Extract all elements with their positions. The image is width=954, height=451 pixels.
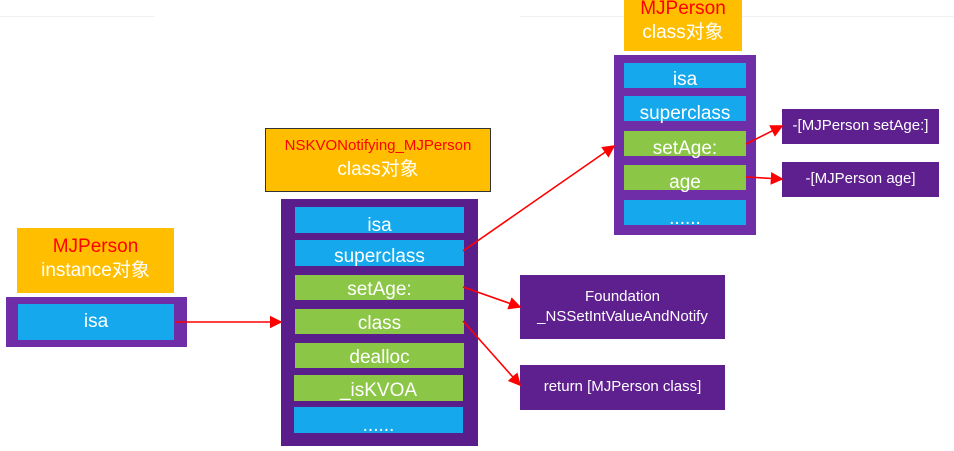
kvo-superclass-label: superclass xyxy=(334,246,425,267)
return-class-note-text: return [MJPerson class] xyxy=(543,378,702,396)
person-setage-label: setAge: xyxy=(652,138,718,159)
instance-subtitle: instance对象 xyxy=(41,259,150,281)
foundation-note-line2: _NSSetIntValueAndNotify xyxy=(537,308,708,325)
person-more-label: ...... xyxy=(669,208,701,229)
kvo-isa-cell[interactable]: isa xyxy=(295,207,464,236)
kvo-more-label: ...... xyxy=(362,415,395,436)
kvo-class-method-label: class xyxy=(357,313,402,334)
kvo-setage-cell[interactable]: setAge: xyxy=(295,275,464,300)
person-class-subtitle: class对象 xyxy=(642,21,724,43)
kvo-class-subtitle: class对象 xyxy=(337,158,419,180)
person-class-panel: isa superclass setAge: age ...... xyxy=(614,55,756,235)
person-class-label: MJPerson class对象 xyxy=(624,0,742,51)
instance-panel: isa xyxy=(6,297,187,347)
foundation-note: Foundation _NSSetIntValueAndNotify xyxy=(520,275,725,339)
person-age-label: age xyxy=(669,172,701,193)
person-isa-cell[interactable]: isa xyxy=(624,63,746,90)
kvo-class-cell[interactable]: class xyxy=(295,309,464,334)
person-isa-label: isa xyxy=(672,69,698,90)
kvo-superclass-cell[interactable]: superclass xyxy=(295,240,464,267)
kvo-setage-label: setAge: xyxy=(347,279,412,300)
age-impl-note-text: -[MJPerson age] xyxy=(805,170,916,188)
instance-title: MJPerson xyxy=(52,236,139,257)
kvo-dealloc-label: dealloc xyxy=(349,347,410,368)
kvo-more-cell[interactable]: ...... xyxy=(294,407,463,436)
person-superclass-label: superclass xyxy=(639,103,731,124)
setage-impl-note: -[MJPerson setAge:] xyxy=(782,109,939,144)
setage-impl-note-text: -[MJPerson setAge:] xyxy=(792,117,929,135)
foundation-note-line1: Foundation xyxy=(584,287,661,305)
person-superclass-cell[interactable]: superclass xyxy=(624,96,746,124)
kvo-class-label: NSKVONotifying_MJPerson class对象 xyxy=(265,128,491,192)
kvo-class-panel: isa superclass setAge: class dealloc _is… xyxy=(281,199,478,446)
person-class-title: MJPerson xyxy=(640,0,726,19)
person-age-cell[interactable]: age xyxy=(624,165,746,193)
kvo-iskvoa-cell[interactable]: _isKVOA xyxy=(294,375,463,401)
kvo-dealloc-cell[interactable]: dealloc xyxy=(295,343,464,368)
return-class-note: return [MJPerson class] xyxy=(520,365,725,410)
instance-isa-cell[interactable]: isa xyxy=(18,304,174,340)
age-impl-note: -[MJPerson age] xyxy=(782,162,939,197)
kvo-class-title: NSKVONotifying_MJPerson xyxy=(284,137,472,154)
person-setage-cell[interactable]: setAge: xyxy=(624,131,746,159)
person-more-cell[interactable]: ...... xyxy=(624,200,746,229)
instance-label: MJPerson instance对象 xyxy=(17,228,174,293)
kvo-iskvoa-label: _isKVOA xyxy=(339,380,418,401)
top-divider-left xyxy=(0,16,155,17)
kvo-isa-label: isa xyxy=(367,215,392,236)
instance-isa-label: isa xyxy=(83,311,109,332)
